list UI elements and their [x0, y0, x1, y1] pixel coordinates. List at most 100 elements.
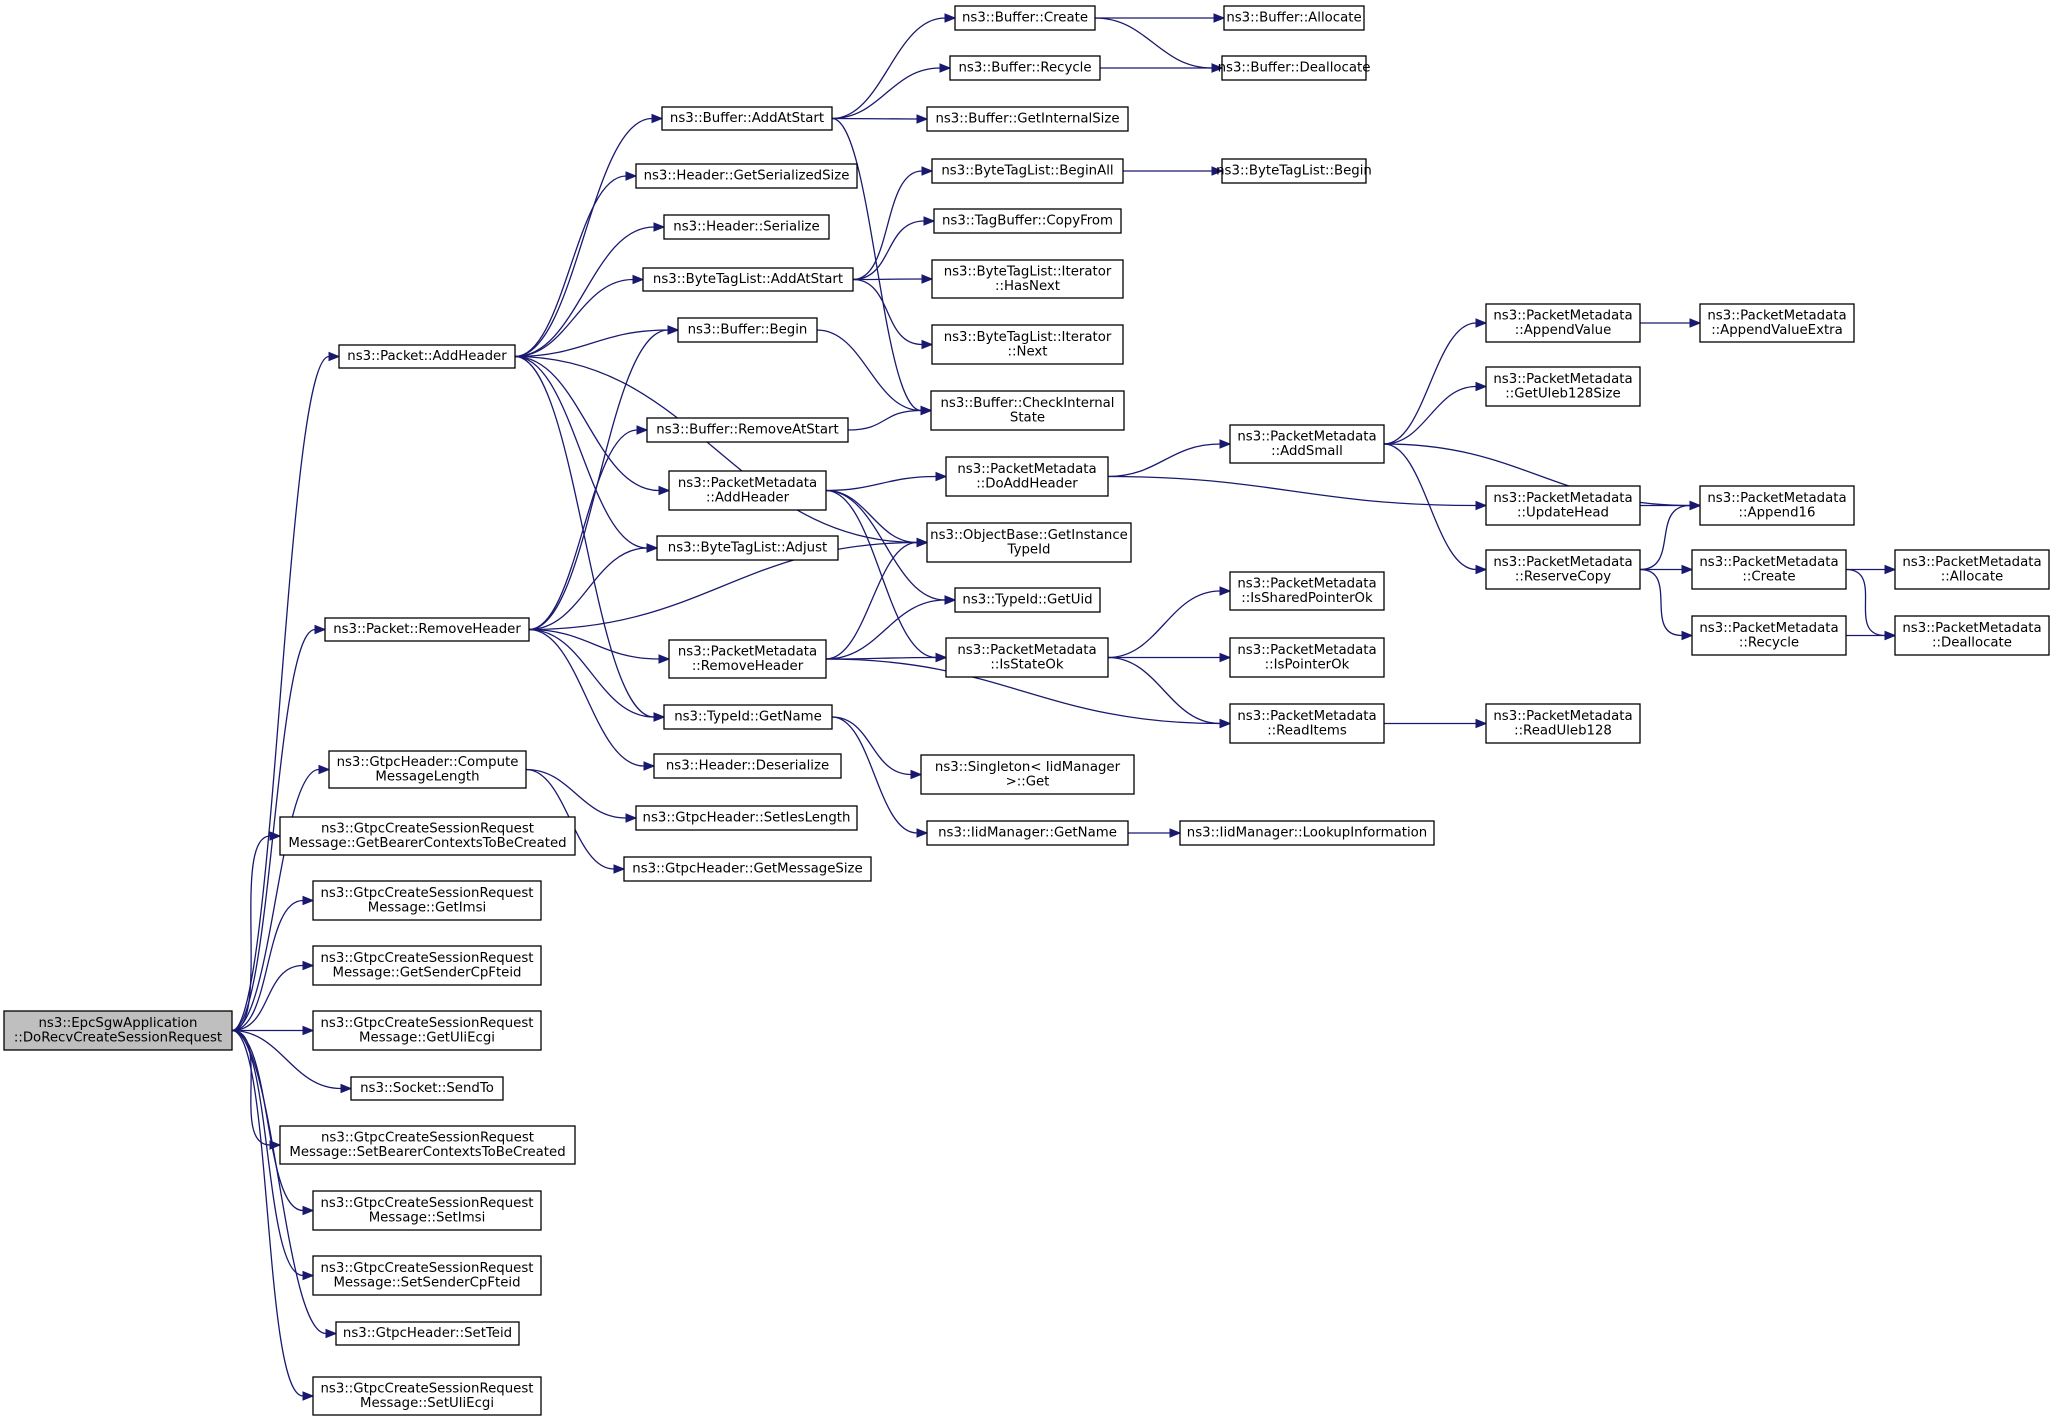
call-edge — [514, 222, 666, 358]
node-pm-readuleb[interactable]: ns3::PacketMetadata::ReadUleb128 — [1485, 703, 1641, 744]
node-label: MessageLength — [375, 769, 479, 784]
node-buf-create[interactable]: ns3::Buffer::Create — [954, 5, 1096, 31]
node-pkt-addheader[interactable]: ns3::Packet::AddHeader — [338, 344, 516, 369]
node-btl-begin[interactable]: ns3::ByteTagList::Begin — [1216, 158, 1372, 184]
node-box — [926, 522, 1132, 563]
node-csr-setuli[interactable]: ns3::GtpcCreateSessionRequestMessage::Se… — [312, 1376, 542, 1416]
node-btl-it-next[interactable]: ns3::ByteTagList::Iterator::Next — [931, 324, 1124, 365]
call-edge — [231, 1029, 338, 1339]
node-csr-setimsi[interactable]: ns3::GtpcCreateSessionRequestMessage::Se… — [312, 1190, 542, 1231]
node-hdr-getser[interactable]: ns3::Header::GetSerializedSize — [635, 163, 858, 189]
call-edge — [1384, 718, 1488, 729]
node-label: Message::GetImsi — [368, 900, 486, 915]
node-buf-begin[interactable]: ns3::Buffer::Begin — [677, 317, 818, 343]
call-edge — [1107, 475, 1488, 511]
node-socket-sendto[interactable]: ns3::Socket::SendTo — [350, 1076, 504, 1101]
node-iid-getname[interactable]: ns3::IidManager::GetName — [926, 820, 1129, 846]
node-hdr-serialize[interactable]: ns3::Header::Serialize — [663, 214, 830, 240]
node-pm-readitems[interactable]: ns3::PacketMetadata::ReadItems — [1229, 703, 1385, 744]
node-label: ::GetUleb128Size — [1505, 386, 1620, 401]
node-buf-deallocate[interactable]: ns3::Buffer::Deallocate — [1218, 55, 1371, 81]
node-buf-allocate[interactable]: ns3::Buffer::Allocate — [1223, 5, 1365, 31]
node-btl-adjust[interactable]: ns3::ByteTagList::Adjust — [656, 535, 839, 561]
call-edge — [528, 325, 680, 631]
node-label: ::Allocate — [1941, 569, 2003, 584]
call-edge — [825, 537, 929, 660]
node-pm-doaddheader[interactable]: ns3::PacketMetadata::DoAddHeader — [945, 456, 1109, 497]
node-buf-addatstart[interactable]: ns3::Buffer::AddAtStart — [661, 106, 833, 131]
call-edge — [1640, 564, 1694, 575]
node-buf-recycle[interactable]: ns3::Buffer::Recycle — [949, 55, 1101, 81]
call-edge — [231, 1029, 315, 1401]
node-pm-deallocate[interactable]: ns3::PacketMetadata::Deallocate — [1894, 615, 2050, 656]
node-pm-isstateok[interactable]: ns3::PacketMetadata::IsStateOk — [945, 637, 1109, 678]
node-label: ::AddHeader — [706, 490, 790, 505]
node-tid-getname[interactable]: ns3::TypeId::GetName — [663, 704, 833, 730]
node-pm-appendvalueextra[interactable]: ns3::PacketMetadata::AppendValueExtra — [1699, 303, 1855, 343]
node-pm-getuleb[interactable]: ns3::PacketMetadata::GetUleb128Size — [1485, 366, 1641, 407]
node-hdr-deserialize[interactable]: ns3::Header::Deserialize — [653, 753, 842, 779]
call-edge — [528, 543, 659, 631]
node-label: Message::SetBearerContextsToBeCreated — [289, 1145, 565, 1160]
node-box — [279, 1125, 576, 1165]
node-box — [1223, 5, 1365, 31]
node-pm-addsmall[interactable]: ns3::PacketMetadata::AddSmall — [1229, 424, 1385, 464]
node-btl-it-hasnext[interactable]: ns3::ByteTagList::Iterator::HasNext — [931, 259, 1124, 299]
node-tb-copyfrom[interactable]: ns3::TagBuffer::CopyFrom — [933, 208, 1122, 234]
node-singleton-get[interactable]: ns3::Singleton< IidManager>::Get — [920, 754, 1135, 795]
call-edge — [1100, 63, 1224, 73]
node-label: ns3::GtpcCreateSessionRequest — [321, 886, 534, 901]
node-btl-beginall[interactable]: ns3::ByteTagList::BeginAll — [931, 158, 1124, 184]
node-buf-getinternalsize[interactable]: ns3::Buffer::GetInternalSize — [926, 106, 1129, 132]
node-label: ns3::PacketMetadata — [1493, 709, 1632, 724]
node-tid-getuid[interactable]: ns3::TypeId::GetUid — [954, 587, 1101, 613]
node-pm-addheader[interactable]: ns3::PacketMetadata::AddHeader — [668, 470, 827, 511]
node-gh-setieslength[interactable]: ns3::GtpcHeader::SetIesLength — [635, 805, 858, 831]
node-gh-setteid[interactable]: ns3::GtpcHeader::SetTeid — [335, 1321, 520, 1346]
node-csr-getuli[interactable]: ns3::GtpcCreateSessionRequestMessage::Ge… — [312, 1010, 542, 1051]
node-pm-allocate[interactable]: ns3::PacketMetadata::Allocate — [1894, 549, 2050, 590]
node-root[interactable]: ns3::EpcSgwApplication::DoRecvCreateSess… — [3, 1010, 233, 1051]
node-csr-getbearer[interactable]: ns3::GtpcCreateSessionRequestMessage::Ge… — [279, 816, 576, 856]
node-label: ::Deallocate — [1932, 635, 2012, 650]
node-pm-reservecopy[interactable]: ns3::PacketMetadata::ReserveCopy — [1485, 549, 1641, 590]
node-label: ns3::GtpcCreateSessionRequest — [321, 1261, 534, 1276]
node-pm-issharedptr[interactable]: ns3::PacketMetadata::IsSharedPointerOk — [1229, 571, 1385, 611]
node-iid-lookup[interactable]: ns3::IidManager::LookupInformation — [1179, 820, 1435, 846]
node-pm-recycle[interactable]: ns3::PacketMetadata::Recycle — [1691, 615, 1847, 656]
node-csr-getimsi[interactable]: ns3::GtpcCreateSessionRequestMessage::Ge… — [312, 880, 542, 921]
node-label: ::AppendValueExtra — [1711, 323, 1843, 338]
node-pm-create[interactable]: ns3::PacketMetadata::Create — [1691, 549, 1847, 590]
node-box — [635, 805, 858, 831]
node-gh-getmsgsize[interactable]: ns3::GtpcHeader::GetMessageSize — [623, 856, 872, 882]
call-edge — [514, 113, 664, 358]
call-edge — [1107, 586, 1232, 659]
node-box — [945, 637, 1109, 678]
node-label: ns3::PacketMetadata — [1699, 555, 1838, 570]
call-edge — [831, 117, 933, 416]
call-edge — [1383, 381, 1488, 445]
node-pm-isptrok[interactable]: ns3::PacketMetadata::IsPointerOk — [1229, 637, 1385, 678]
node-csr-setbearer[interactable]: ns3::GtpcCreateSessionRequestMessage::Se… — [279, 1125, 576, 1165]
node-pm-append16[interactable]: ns3::PacketMetadata::Append16 — [1699, 485, 1855, 526]
call-edge — [231, 831, 282, 1032]
node-pm-removeheader[interactable]: ns3::PacketMetadata::RemoveHeader — [668, 639, 827, 679]
node-label: ns3::GtpcCreateSessionRequest — [321, 1196, 534, 1211]
node-pm-appendvalue[interactable]: ns3::PacketMetadata::AppendValue — [1485, 303, 1641, 343]
node-label: ns3::GtpcHeader::SetTeid — [343, 1326, 512, 1341]
node-pkt-removeheader[interactable]: ns3::Packet::RemoveHeader — [324, 617, 530, 642]
node-label: Message::SetUliEcgi — [360, 1396, 494, 1411]
node-box — [335, 1321, 520, 1346]
node-pm-updatehead[interactable]: ns3::PacketMetadata::UpdateHead — [1485, 485, 1641, 526]
node-csr-setsender[interactable]: ns3::GtpcCreateSessionRequestMessage::Se… — [312, 1255, 542, 1296]
node-box — [623, 856, 872, 882]
node-buf-removeatstart[interactable]: ns3::Buffer::RemoveAtStart — [646, 417, 849, 443]
node-csr-getsender[interactable]: ns3::GtpcCreateSessionRequestMessage::Ge… — [312, 945, 542, 986]
node-btl-addatstart[interactable]: ns3::ByteTagList::AddAtStart — [642, 267, 854, 292]
node-box — [931, 259, 1124, 299]
node-label: ns3::Buffer::GetInternalSize — [935, 112, 1119, 127]
call-edge — [831, 13, 957, 120]
